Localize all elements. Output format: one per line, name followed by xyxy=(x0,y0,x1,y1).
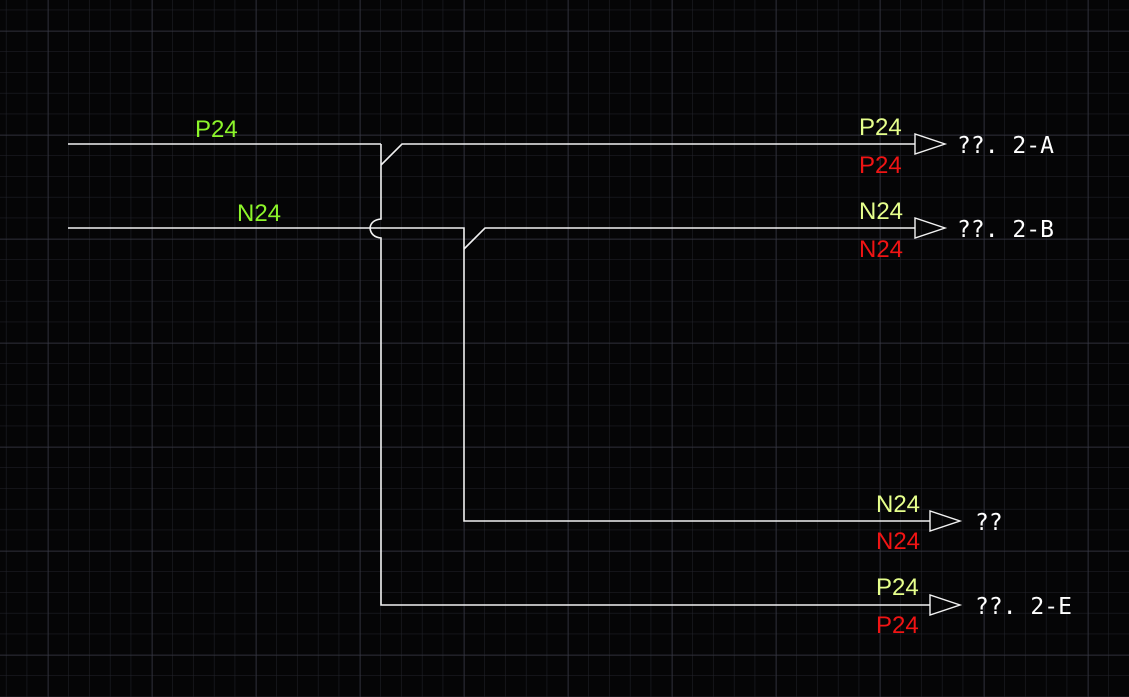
output-lower-label: N24 xyxy=(876,528,920,555)
wire-n24-branch-b[interactable] xyxy=(463,227,915,250)
wire-n24-input[interactable] xyxy=(68,227,930,522)
output-lower-label: N24 xyxy=(859,236,903,263)
output-lower-label: P24 xyxy=(859,152,902,179)
arrow-icon xyxy=(914,217,948,239)
output-upper-label: N24 xyxy=(859,198,903,225)
wire-p24-branch-a[interactable] xyxy=(380,143,915,166)
arrow-icon xyxy=(914,133,948,155)
output-upper-label: P24 xyxy=(876,574,919,601)
arrow-icon xyxy=(929,594,963,616)
output-upper-label: N24 xyxy=(876,491,920,518)
output-target: ??. 2-B xyxy=(957,217,1054,243)
output-lower-label: P24 xyxy=(876,612,919,639)
input-label-p24: P24 xyxy=(195,116,238,143)
output-upper-label: P24 xyxy=(859,114,902,141)
arrow-icon xyxy=(929,510,963,532)
output-target: ??. 2-E xyxy=(975,594,1072,620)
output-target: ?? xyxy=(975,510,1003,536)
output-target: ??. 2-A xyxy=(957,133,1054,159)
input-label-n24: N24 xyxy=(237,200,281,227)
